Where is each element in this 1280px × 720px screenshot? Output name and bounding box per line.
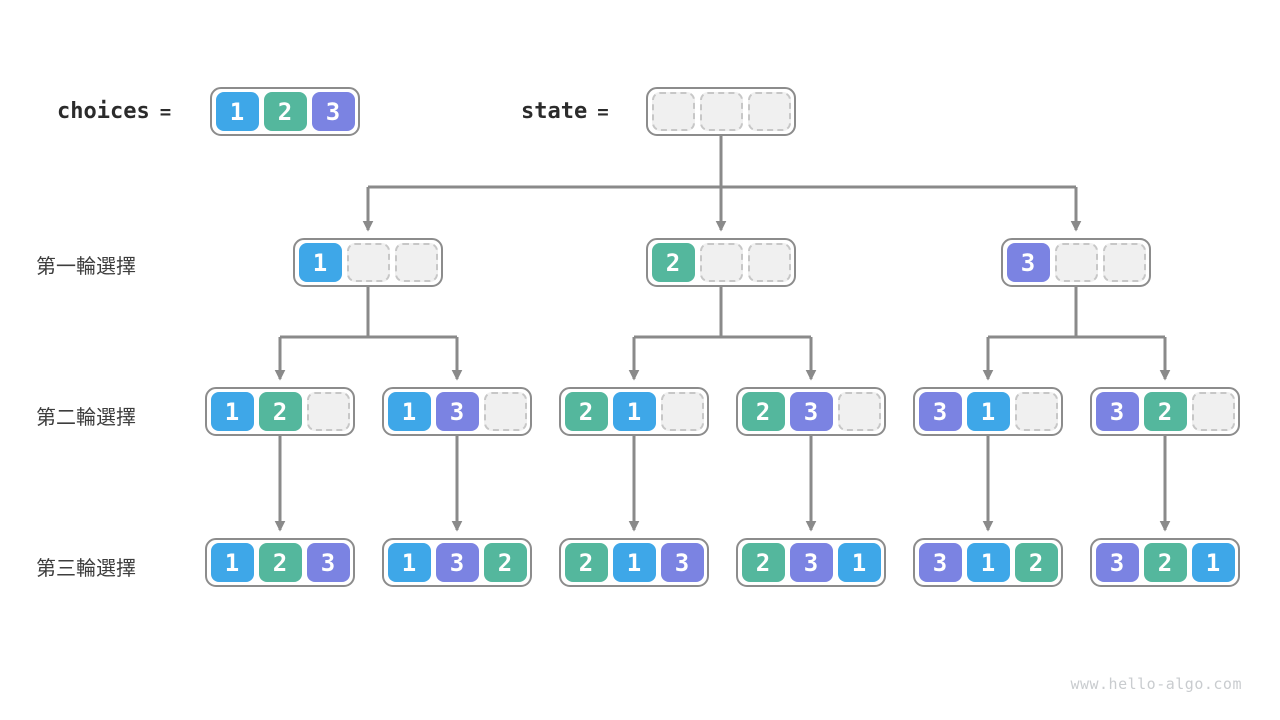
array-cell: 1 xyxy=(1191,543,1235,582)
state-header: state = xyxy=(521,87,609,136)
array-cell: 3 xyxy=(918,543,962,582)
array-cell: 3 xyxy=(306,543,350,582)
choices-label: choices xyxy=(57,99,150,124)
array-cell-empty xyxy=(651,92,695,131)
choices-equals-sign: = xyxy=(159,100,172,123)
array-cell: 3 xyxy=(435,543,479,582)
array-cell-empty xyxy=(699,243,743,282)
array-cell-empty xyxy=(837,392,881,431)
state-node-r1-2: 2 xyxy=(646,238,796,287)
array-cell: 3 xyxy=(1095,543,1139,582)
array-cell-empty xyxy=(747,243,791,282)
array-cell: 3 xyxy=(1006,243,1050,282)
array-cell: 2 xyxy=(741,543,785,582)
array-cell: 1 xyxy=(966,543,1010,582)
array-cell: 2 xyxy=(258,392,302,431)
choices-header: choices = xyxy=(57,87,171,136)
array-cell: 2 xyxy=(741,392,785,431)
array-cell-empty xyxy=(1191,392,1235,431)
array-cell: 2 xyxy=(1143,392,1187,431)
watermark-url: www.hello-algo.com xyxy=(1070,675,1242,693)
array-cell-empty xyxy=(346,243,390,282)
state-array-node xyxy=(646,87,796,136)
array-cell-empty xyxy=(306,392,350,431)
array-cell: 1 xyxy=(387,543,431,582)
array-cell-empty xyxy=(1054,243,1098,282)
array-cell: 2 xyxy=(1014,543,1058,582)
state-node-r1-3: 3 xyxy=(1001,238,1151,287)
array-cell: 2 xyxy=(263,92,307,131)
array-cell: 2 xyxy=(1143,543,1187,582)
array-cell: 1 xyxy=(210,392,254,431)
array-cell: 2 xyxy=(258,543,302,582)
array-cell-empty xyxy=(660,392,704,431)
array-cell: 2 xyxy=(651,243,695,282)
array-cell-empty xyxy=(1102,243,1146,282)
array-cell: 3 xyxy=(311,92,355,131)
row-label-round-2: 第二輪選擇 xyxy=(36,407,136,429)
array-cell: 1 xyxy=(837,543,881,582)
array-cell: 1 xyxy=(612,543,656,582)
array-cell: 3 xyxy=(918,392,962,431)
state-node-r1-1: 1 xyxy=(293,238,443,287)
array-cell: 1 xyxy=(210,543,254,582)
state-label: state xyxy=(521,99,588,124)
array-cell: 2 xyxy=(564,392,608,431)
array-cell: 3 xyxy=(789,392,833,431)
array-cell-empty xyxy=(699,92,743,131)
array-cell: 2 xyxy=(483,543,527,582)
array-cell-empty xyxy=(483,392,527,431)
state-equals-sign: = xyxy=(597,100,609,123)
array-cell: 3 xyxy=(660,543,704,582)
array-cell: 1 xyxy=(387,392,431,431)
array-cell: 3 xyxy=(435,392,479,431)
array-cell: 1 xyxy=(215,92,259,131)
array-cell: 3 xyxy=(1095,392,1139,431)
array-cell: 1 xyxy=(298,243,342,282)
array-cell: 2 xyxy=(564,543,608,582)
row-label-round-3: 第三輪選擇 xyxy=(36,558,136,580)
row-label-round-1: 第一輪選擇 xyxy=(36,256,136,278)
array-cell-empty xyxy=(394,243,438,282)
array-cell-empty xyxy=(1014,392,1058,431)
array-cell: 1 xyxy=(966,392,1010,431)
array-cell-empty xyxy=(747,92,791,131)
array-cell: 1 xyxy=(612,392,656,431)
array-cell: 3 xyxy=(789,543,833,582)
